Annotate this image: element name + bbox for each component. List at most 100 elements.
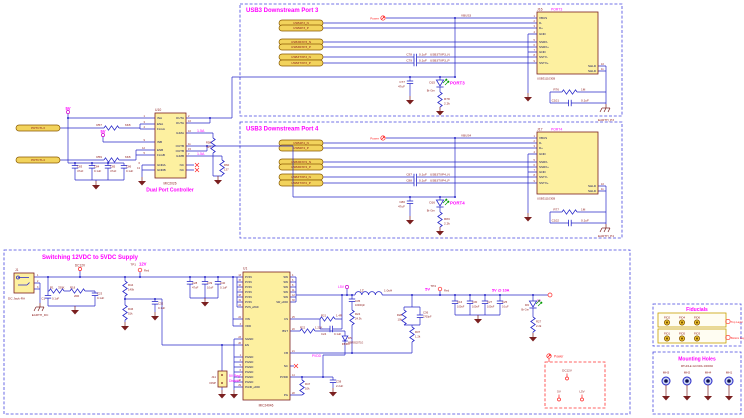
fiducial-icon	[693, 335, 701, 342]
schematic-text: PORT4	[551, 128, 562, 132]
schematic-text: R27	[536, 320, 542, 324]
port4-title: USB3 Downstream Port 4	[246, 127, 319, 133]
schematic-text: VBUS3	[461, 14, 471, 18]
schematic-text: C77	[399, 80, 405, 84]
schematic-text: C83	[77, 165, 83, 169]
schematic-text: SGND	[245, 337, 253, 341]
schematic-text: C78	[406, 52, 412, 56]
schematic-text: EARTH_P4	[598, 234, 614, 238]
schematic-text: USB3TXP4_P	[291, 181, 311, 185]
schematic-text: USB3TXP3_P	[430, 58, 450, 62]
schematic-text: 11	[292, 289, 295, 292]
schematic-text: 16	[238, 284, 241, 287]
schematic-text: 47uF	[192, 285, 199, 289]
schematic-text: 15	[238, 279, 241, 282]
schematic-text: MIC24046	[259, 404, 274, 408]
schematic-text: FID6	[694, 316, 701, 320]
schematic-text: C84	[94, 165, 100, 169]
power-port-l5v-icon	[345, 285, 349, 289]
schematic-text: C32	[158, 302, 164, 306]
schematic-text: MBR0520T1G	[348, 342, 363, 345]
port-label-prtctl4	[15, 156, 61, 164]
schematic-text: GNDB	[157, 168, 166, 172]
schematic-text: VBUS4	[461, 134, 471, 138]
schematic-text: 7	[188, 152, 190, 156]
usb3-port4-section: USB3 Downstream Port 4	[239, 121, 623, 239]
schematic-text: FID2	[664, 316, 671, 320]
schematic-text: 2	[240, 359, 242, 362]
schematic-text: 1	[37, 274, 39, 277]
schematic-text: PRTCTL3	[31, 126, 45, 130]
schematic-text: 6	[534, 163, 536, 167]
schematic-text: Bottom Layer	[731, 336, 744, 340]
port-label-usb2p4p	[278, 144, 324, 152]
schematic-text: USB3TXP4_P	[430, 178, 450, 182]
schematic-text: FLGB	[157, 153, 165, 157]
schematic-text: C36	[423, 311, 429, 315]
schematic-text: 1.2k	[415, 335, 421, 339]
schematic-text: DC12V	[562, 369, 572, 373]
schematic-text: 0.1uF	[502, 304, 509, 308]
schematic-text: FID1	[664, 332, 671, 336]
schematic-text: 20R	[74, 294, 79, 298]
schematic-text: C40	[220, 281, 226, 285]
power-flag-icon	[546, 353, 552, 359]
schematic-text: U1	[243, 267, 247, 271]
schematic-text: 5V	[557, 390, 561, 394]
schematic-text: SW	[283, 280, 288, 284]
port3-boundary	[239, 3, 623, 117]
schematic-text: 1	[534, 14, 536, 18]
schematic-text: PVIN	[245, 300, 252, 304]
schematic-text: PVIN	[245, 280, 252, 284]
schematic-text: C24	[321, 332, 327, 336]
schematic-text: USB3RXP4_P	[291, 165, 311, 169]
schematic-text: TP1	[130, 263, 136, 267]
schematic-text: SSTX+	[539, 61, 549, 65]
schematic-text: 13	[238, 274, 241, 277]
power-port-5v-icon	[66, 110, 70, 114]
schematic-text: 12	[292, 294, 295, 297]
schematic-text: C86	[126, 165, 132, 169]
schematic-text: D15	[429, 81, 435, 85]
schematic-text: PVIN	[245, 295, 252, 299]
schematic-text: SSRX+	[539, 45, 549, 49]
top-layer-icon	[725, 318, 731, 325]
schematic-text: SSTX-	[539, 175, 548, 179]
mounting-hole-icon	[724, 376, 734, 386]
schematic-text: PRTCTL4	[31, 158, 45, 162]
supply-title: Switching 12VDC to 5VDC Supply	[42, 255, 139, 261]
schematic-text: 0.1uF	[52, 297, 59, 301]
schematic-text: 5V	[65, 106, 70, 111]
schematic-text: R37	[415, 330, 421, 334]
schematic-text: OUTA	[176, 121, 184, 125]
schematic-text: SW	[283, 290, 288, 294]
schematic-text: R83	[444, 217, 450, 221]
schematic-text: ENB	[157, 148, 163, 152]
schematic-text: 0.1uF	[94, 169, 101, 173]
dc-jack	[13, 272, 35, 294]
schematic-text: 4	[534, 30, 536, 34]
schematic-text: 47uF	[398, 85, 405, 89]
schematic-text: 1	[534, 134, 536, 138]
schematic-text: USB3TXP3_N	[430, 52, 450, 56]
schematic-text: ILIMB	[176, 154, 184, 158]
schematic-text: R46	[128, 307, 134, 311]
schematic-text: 7	[240, 374, 242, 377]
schematic-text: 1.21K	[315, 326, 322, 330]
schematic-text: 10k	[397, 318, 402, 322]
schematic-text: C27	[487, 300, 493, 304]
schematic-text: 22	[238, 316, 241, 319]
schematic-text: 6	[139, 161, 141, 165]
schematic-text: MH4	[705, 371, 712, 375]
schematic-text: C87	[406, 172, 412, 176]
mounting-hole-icon	[682, 376, 692, 386]
fiducial-icon	[693, 319, 701, 326]
schematic-text: 8	[534, 53, 536, 57]
schematic-text: PG	[284, 393, 289, 397]
schematic-text: D+	[539, 26, 543, 30]
usb3-connector-port3	[536, 11, 599, 75]
schematic-text: L2	[360, 289, 364, 293]
schematic-text: 30	[292, 299, 295, 302]
schematic-text: 7	[534, 48, 536, 52]
schematic-text: C88	[406, 178, 412, 182]
